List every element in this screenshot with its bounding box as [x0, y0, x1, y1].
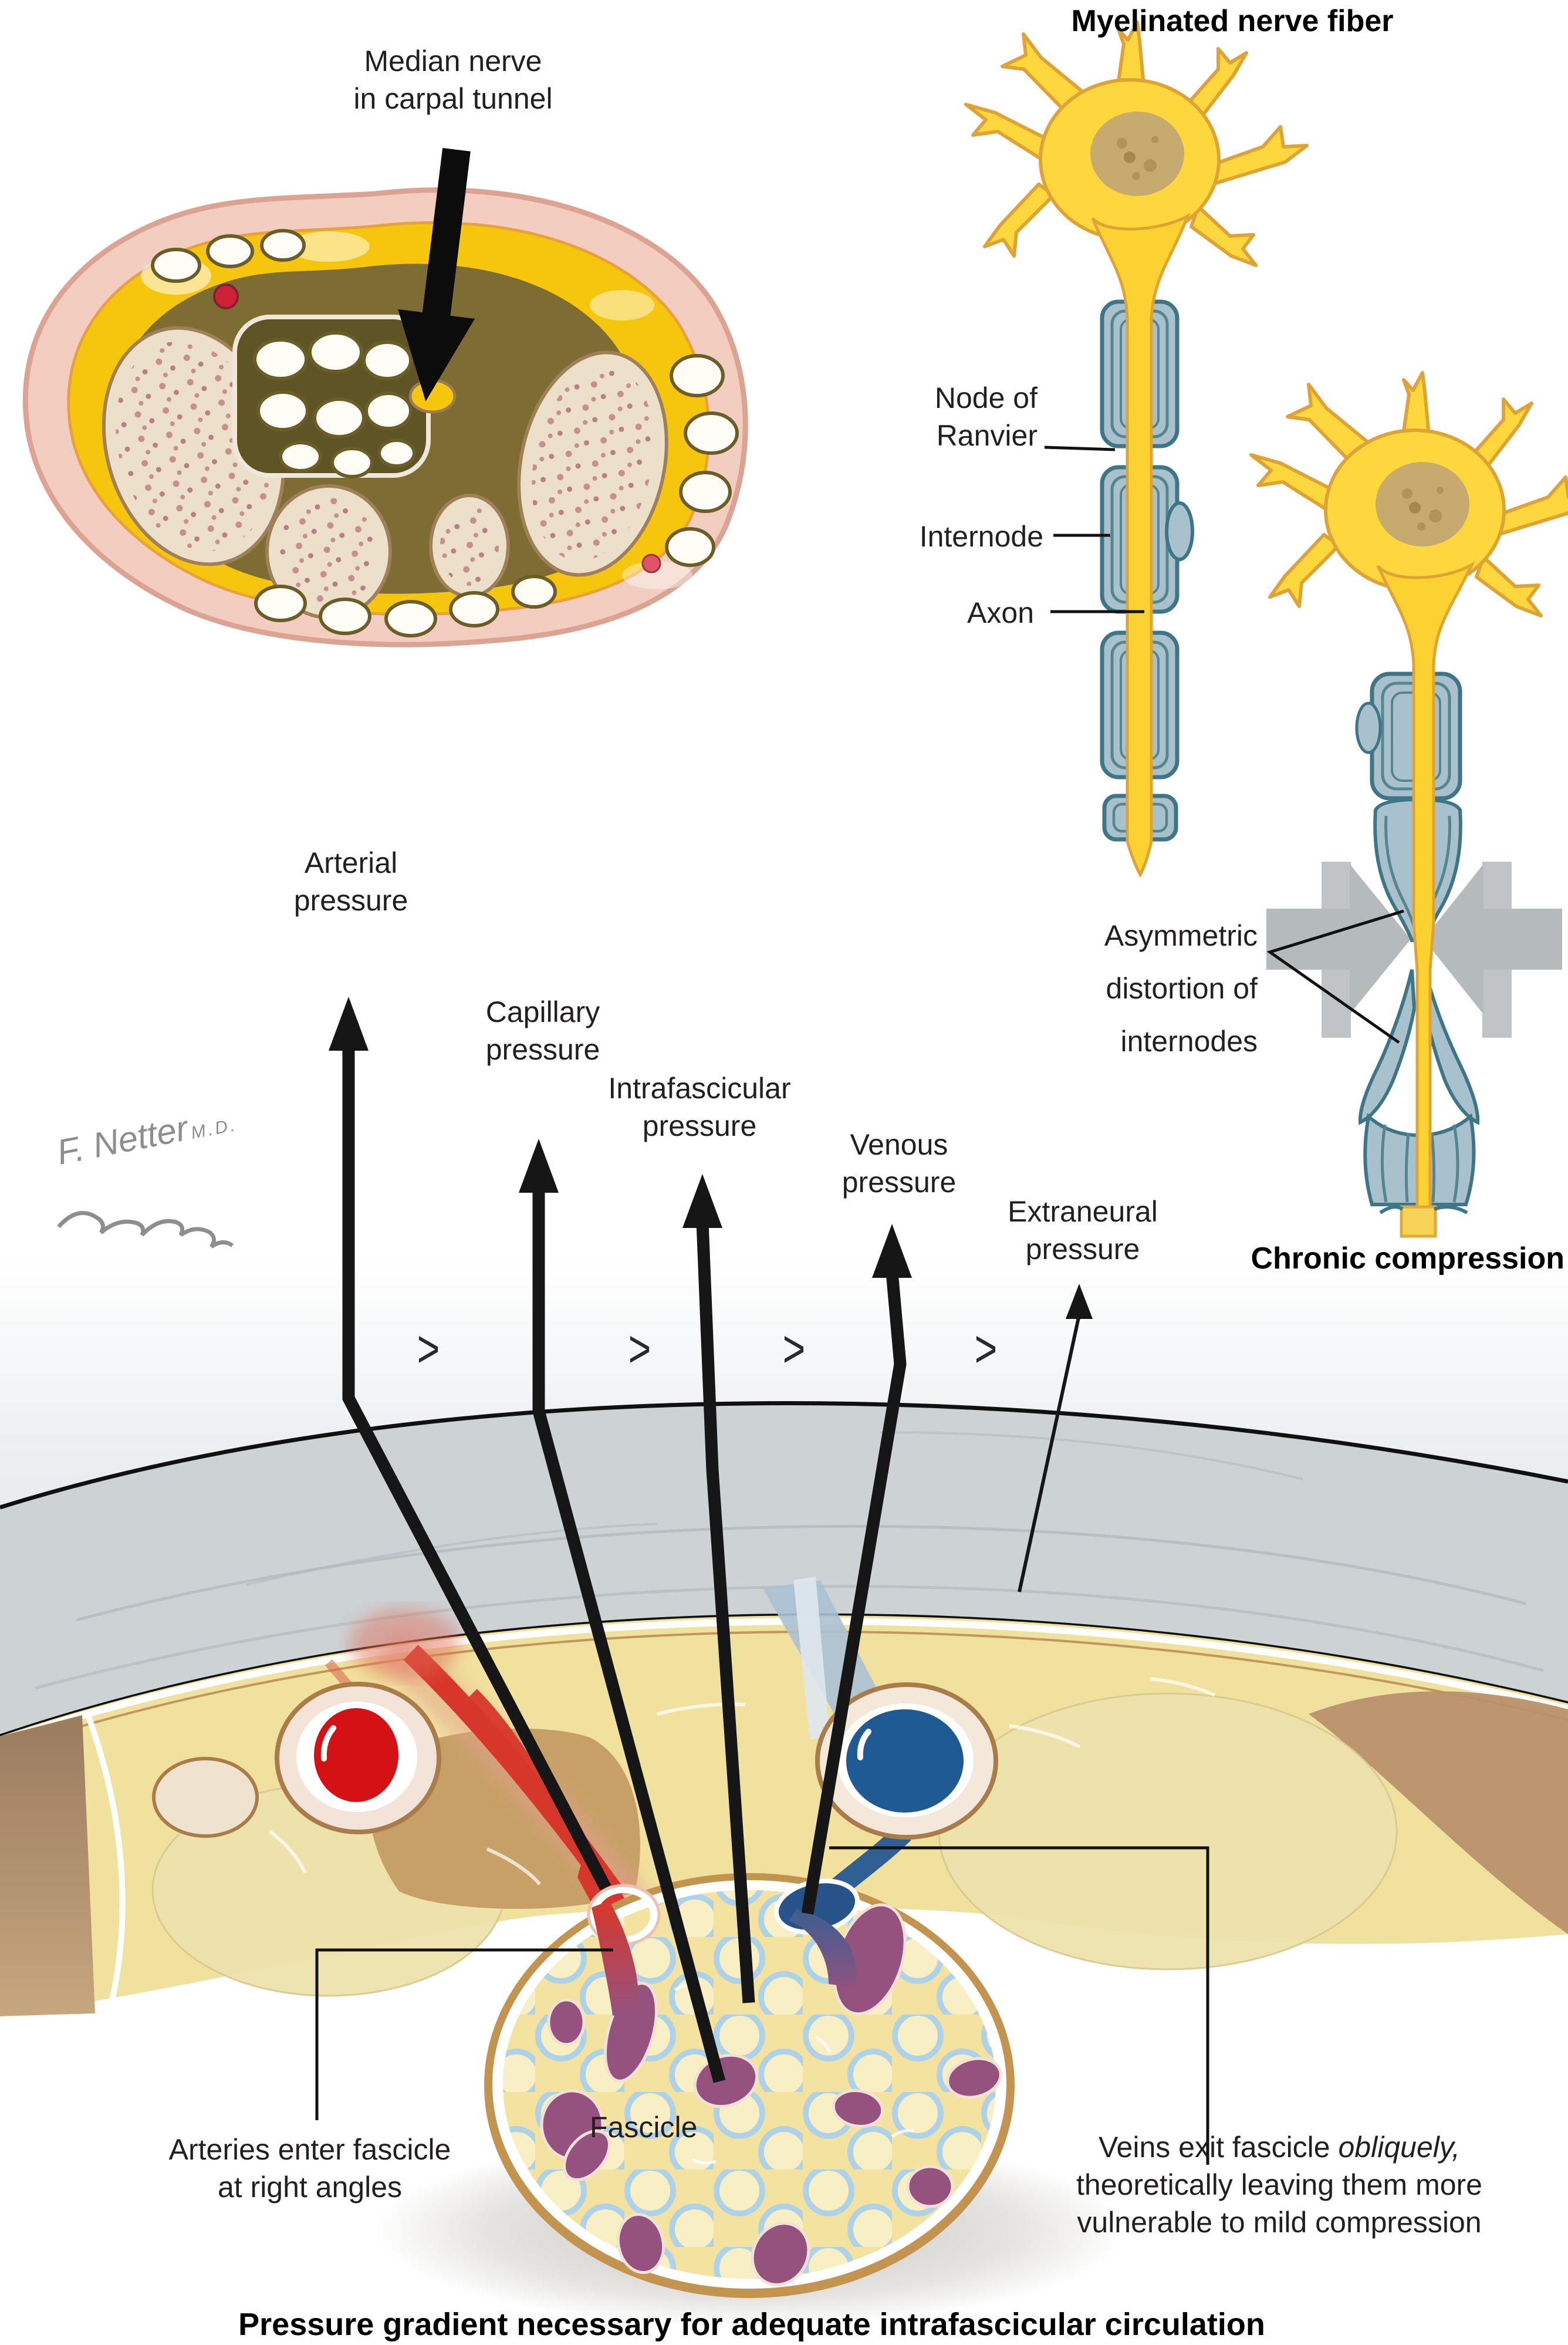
venous-pressure-label-line2: pressure — [842, 1166, 957, 1199]
greater-than-sign-2: > — [628, 1318, 651, 1379]
internode-blister — [1165, 501, 1194, 561]
pressure-arrows — [329, 997, 1093, 2083]
arteries-note-line1: Arteries enter fascicle — [168, 2133, 451, 2166]
greater-than-sign-4: > — [974, 1318, 998, 1379]
capillary-arrowhead — [519, 1139, 559, 1193]
vessel-dot-pink — [641, 554, 661, 573]
vein-pod — [815, 1682, 998, 1840]
veins-note-line1: Veins exit fascicle obliquely, — [1099, 2128, 1460, 2166]
median-nerve-label-line2: in carpal tunnel — [353, 82, 553, 115]
vessel-dot-red — [213, 284, 239, 309]
axon-label: Axon — [967, 596, 1034, 629]
internode-label: Internode — [919, 520, 1043, 553]
median-nerve-label-line1: Median nerve — [364, 45, 542, 77]
carpal-bones — [102, 326, 668, 619]
capillary-pressure-label-line1: Capillary — [485, 996, 600, 1028]
fascicle-label: Fascicle — [590, 2111, 698, 2144]
axon-shaft — [1091, 212, 1191, 878]
extraneural-arrowhead — [1066, 1284, 1093, 1319]
chronic-compression-fiber — [1251, 373, 1568, 1238]
asymmetric-note-line2: distortion of — [1106, 972, 1258, 1005]
chronic-compression-title: Chronic compression — [1251, 1241, 1564, 1276]
median-nerve-arrow — [398, 148, 475, 401]
venous-arrowhead — [872, 1224, 912, 1278]
veins-note-line1-pre: Veins exit fascicle — [1098, 2131, 1339, 2164]
extraneural-pressure-label-line1: Extraneural — [1008, 1195, 1158, 1228]
capillary-pressure-label-line2: pressure — [485, 1033, 600, 1066]
node-of-ranvier-leader — [1044, 446, 1116, 451]
venous-arrow-shaft — [801, 1271, 907, 1915]
greater-than-sign-1: > — [417, 1318, 440, 1379]
myelinated-nerve-fiber-title: Myelinated nerve fiber — [1071, 4, 1394, 38]
arterial-arrow-shaft — [342, 1045, 611, 1891]
capillary-arrow-shaft — [532, 1187, 726, 2083]
leader-lines — [315, 446, 1404, 2165]
arterial-pressure-label-line2: pressure — [293, 884, 408, 917]
capillaries — [540, 1903, 1002, 2286]
signature-scribble — [57, 1210, 234, 1249]
artery-pod — [275, 1682, 441, 1834]
asymmetric-note-line1: Asymmetric — [1104, 919, 1258, 952]
compression-arrows — [1266, 862, 1562, 1038]
asymmetric-note-line3: internodes — [1120, 1025, 1258, 1058]
veins-note-line2: theoretically leaving them more — [1076, 2168, 1482, 2201]
fiber-end-stub — [1400, 1205, 1437, 1238]
fascicle — [484, 1873, 1015, 2298]
plate-caption: Pressure gradient necessary for adequate… — [238, 2307, 1265, 2342]
signature-degree: M.D. — [189, 1115, 239, 1143]
arteries-note-leader — [315, 1948, 613, 2120]
arterial-arrowhead — [329, 997, 369, 1051]
intraneural-tissue — [0, 1577, 1568, 2327]
carpal-tunnel-cross-section — [22, 148, 748, 647]
intrafascicular-pressure-label-line1: Intrafascicular — [608, 1072, 791, 1105]
veins-note-line1-italic: obliquely, — [1338, 2131, 1461, 2164]
node-of-ranvier-label-line2: Ranvier — [936, 419, 1038, 452]
artery-entry — [592, 1901, 639, 2016]
veins-note-leader — [829, 1846, 1209, 2165]
extraneural-pressure-label-line2: pressure — [1025, 1233, 1140, 1266]
myelinated-nerve-fiber — [966, 22, 1307, 878]
intrafascicular-arrowhead — [682, 1174, 722, 1228]
asymmetric-bracket — [1266, 909, 1404, 1044]
arterial-pressure-label-line1: Arterial — [304, 846, 398, 879]
flexor-tendons — [151, 229, 739, 637]
node-of-ranvier-label-line1: Node of — [934, 382, 1038, 414]
extraneural-leader — [1018, 1314, 1081, 1592]
intrafascicular-arrow-shaft — [696, 1222, 755, 2003]
venous-pressure-label-line1: Venous — [850, 1128, 948, 1161]
greater-than-sign-3: > — [782, 1318, 806, 1379]
intrafascicular-pressure-label-line2: pressure — [642, 1109, 757, 1142]
arteries-note-line2: at right angles — [217, 2171, 403, 2204]
veins-note-line3: vulnerable to mild compression — [1077, 2206, 1482, 2239]
